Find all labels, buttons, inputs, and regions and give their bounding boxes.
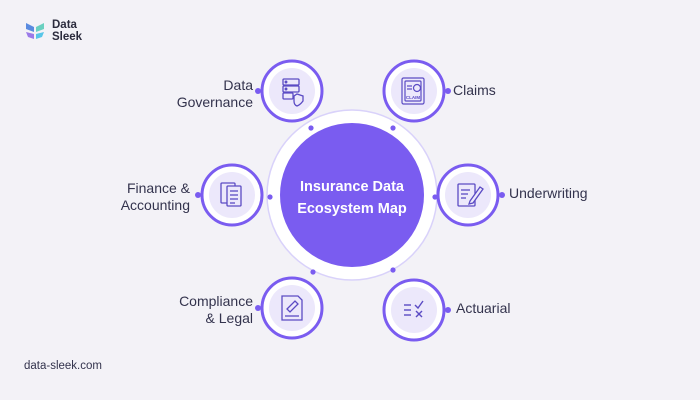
label-claims: Claims (453, 82, 496, 99)
node-finance-accounting (195, 163, 264, 227)
claim-form-icon (401, 77, 425, 105)
checklist-icon (404, 300, 424, 318)
butterfly-logo-icon (26, 23, 44, 39)
node-claims: CLAIM (382, 59, 451, 123)
label-underwriting-text: Underwriting (509, 185, 588, 201)
center-title-line2: Ecosystem Map (297, 201, 407, 217)
label-actuarial-text: Actuarial (456, 300, 511, 316)
label-finance-accounting: Finance & Accounting (121, 180, 190, 214)
node-underwriting (436, 163, 505, 227)
label-data-governance: Data Governance (177, 77, 253, 111)
center-title-line1: Insurance Data (300, 179, 404, 195)
label-compliance-legal-line1: Compliance (179, 293, 253, 309)
legal-document-icon (281, 295, 303, 321)
label-claims-text: Claims (453, 82, 496, 98)
contract-pen-icon (457, 183, 484, 207)
center-circle (280, 123, 424, 267)
claim-icon-text: CLAIM (406, 95, 420, 100)
node-data-governance (255, 59, 324, 123)
brand-name: Data Sleek (52, 19, 82, 43)
label-compliance-legal: Compliance & Legal (179, 293, 253, 327)
label-data-governance-line2: Governance (176, 94, 253, 110)
brand-logo: Data Sleek (24, 19, 82, 43)
label-finance-accounting-line1: Finance & (126, 180, 190, 196)
orbit-dots (267, 125, 438, 275)
node-actuarial (382, 278, 451, 342)
label-underwriting: Underwriting (509, 185, 588, 202)
label-finance-accounting-line2: Accounting (120, 197, 190, 213)
server-shield-icon (282, 78, 304, 107)
brand-name-line1: Data (52, 19, 77, 31)
center-title: Insurance Data Ecosystem Map (287, 176, 417, 220)
documents-icon (220, 182, 242, 207)
label-actuarial: Actuarial (456, 300, 510, 317)
label-compliance-legal-line2: & Legal (205, 310, 253, 326)
label-data-governance-line1: Data (223, 77, 253, 93)
brand-name-line2: Sleek (52, 31, 83, 43)
website-url: data-sleek.com (24, 360, 102, 372)
node-compliance-legal (255, 276, 324, 340)
